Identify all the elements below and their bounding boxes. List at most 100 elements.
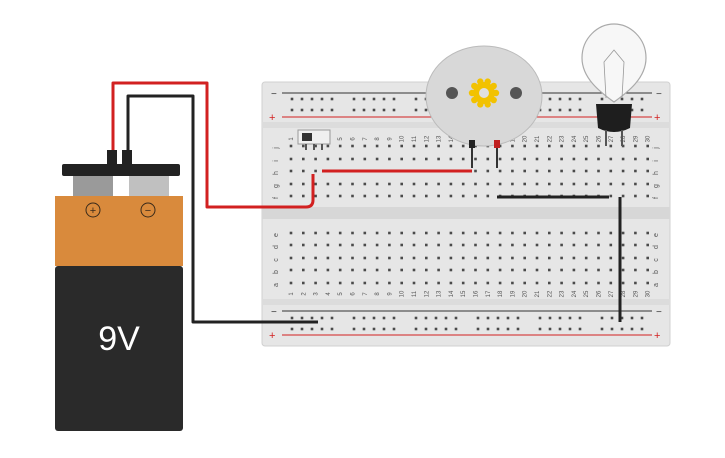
breadboard-hole[interactable] — [523, 268, 526, 272]
breadboard-hole[interactable] — [424, 316, 428, 320]
breadboard-hole[interactable] — [486, 268, 490, 272]
breadboard-hole[interactable] — [600, 97, 604, 101]
breadboard-hole[interactable] — [548, 182, 551, 186]
breadboard-hole[interactable] — [351, 144, 354, 148]
breadboard-hole[interactable] — [523, 169, 526, 173]
breadboard-hole[interactable] — [302, 231, 305, 235]
breadboard-hole[interactable] — [437, 194, 440, 198]
breadboard-hole[interactable] — [372, 316, 376, 320]
breadboard-hole[interactable] — [425, 281, 428, 285]
breadboard-hole[interactable] — [338, 231, 342, 235]
breadboard-hole[interactable] — [523, 231, 526, 235]
breadboard-hole[interactable] — [511, 256, 514, 260]
breadboard-hole[interactable] — [437, 268, 440, 272]
breadboard-hole[interactable] — [326, 243, 330, 247]
breadboard-hole[interactable] — [516, 316, 520, 320]
breadboard-hole[interactable] — [646, 268, 649, 272]
breadboard-hole[interactable] — [362, 108, 366, 112]
breadboard-hole[interactable] — [498, 144, 502, 148]
breadboard-hole[interactable] — [425, 231, 428, 235]
dc-motor-icon[interactable] — [425, 45, 543, 168]
breadboard-hole[interactable] — [363, 268, 367, 272]
breadboard-hole[interactable] — [338, 281, 342, 285]
breadboard-hole[interactable] — [289, 281, 293, 285]
breadboard-hole[interactable] — [375, 243, 379, 247]
breadboard-hole[interactable] — [412, 231, 416, 235]
breadboard-hole[interactable] — [640, 316, 644, 320]
breadboard-hole[interactable] — [290, 97, 294, 101]
breadboard-hole[interactable] — [610, 327, 614, 331]
breadboard-hole[interactable] — [326, 231, 330, 235]
breadboard-hole[interactable] — [363, 231, 367, 235]
breadboard-hole[interactable] — [330, 108, 334, 112]
breadboard-hole[interactable] — [388, 281, 391, 285]
breadboard-hole[interactable] — [320, 316, 324, 320]
breadboard-hole[interactable] — [610, 316, 614, 320]
breadboard-hole[interactable] — [449, 243, 453, 247]
breadboard-hole[interactable] — [302, 256, 305, 260]
breadboard-hole[interactable] — [461, 157, 465, 161]
breadboard-hole[interactable] — [300, 108, 304, 112]
breadboard-hole[interactable] — [634, 144, 637, 148]
breadboard-hole[interactable] — [310, 97, 314, 101]
breadboard-hole[interactable] — [425, 243, 428, 247]
breadboard-hole[interactable] — [351, 182, 354, 186]
breadboard-hole[interactable] — [314, 169, 317, 173]
breadboard-hole[interactable] — [584, 157, 588, 161]
slide-switch-icon[interactable] — [297, 129, 331, 150]
breadboard-hole[interactable] — [375, 194, 379, 198]
breadboard-hole[interactable] — [511, 144, 514, 148]
breadboard-hole[interactable] — [363, 182, 367, 186]
breadboard-hole[interactable] — [351, 281, 354, 285]
breadboard-hole[interactable] — [498, 281, 502, 285]
breadboard-hole[interactable] — [300, 97, 304, 101]
breadboard-hole[interactable] — [474, 231, 477, 235]
breadboard-hole[interactable] — [572, 256, 576, 260]
breadboard-hole[interactable] — [548, 316, 552, 320]
breadboard-hole[interactable] — [434, 316, 438, 320]
breadboard-hole[interactable] — [290, 316, 294, 320]
breadboard-hole[interactable] — [584, 281, 588, 285]
breadboard-hole[interactable] — [511, 281, 514, 285]
breadboard-hole[interactable] — [330, 316, 334, 320]
breadboard-hole[interactable] — [568, 316, 572, 320]
breadboard-hole[interactable] — [511, 169, 514, 173]
breadboard-hole[interactable] — [634, 157, 637, 161]
breadboard-hole[interactable] — [548, 169, 551, 173]
breadboard-hole[interactable] — [400, 243, 403, 247]
breadboard-hole[interactable] — [486, 243, 490, 247]
breadboard-hole[interactable] — [412, 243, 416, 247]
breadboard-hole[interactable] — [412, 157, 416, 161]
breadboard-hole[interactable] — [621, 194, 625, 198]
breadboard-hole[interactable] — [572, 144, 576, 148]
breadboard-hole[interactable] — [558, 327, 562, 331]
breadboard-hole[interactable] — [609, 231, 613, 235]
breadboard-hole[interactable] — [486, 157, 490, 161]
breadboard-hole[interactable] — [572, 268, 576, 272]
breadboard-hole[interactable] — [425, 256, 428, 260]
breadboard-hole[interactable] — [646, 194, 649, 198]
breadboard-hole[interactable] — [351, 243, 354, 247]
breadboard-hole[interactable] — [449, 256, 453, 260]
breadboard-hole[interactable] — [461, 144, 465, 148]
breadboard-hole[interactable] — [498, 157, 502, 161]
breadboard-hole[interactable] — [400, 182, 403, 186]
breadboard-hole[interactable] — [289, 231, 293, 235]
breadboard-hole[interactable] — [388, 194, 391, 198]
breadboard-hole[interactable] — [363, 144, 367, 148]
breadboard-hole[interactable] — [584, 169, 588, 173]
breadboard-hole[interactable] — [362, 316, 366, 320]
breadboard-hole[interactable] — [338, 243, 342, 247]
breadboard-hole[interactable] — [320, 327, 324, 331]
breadboard-hole[interactable] — [289, 194, 293, 198]
breadboard-hole[interactable] — [597, 169, 600, 173]
breadboard-hole[interactable] — [382, 316, 386, 320]
breadboard-hole[interactable] — [330, 97, 334, 101]
breadboard-hole[interactable] — [621, 268, 625, 272]
breadboard-hole[interactable] — [437, 231, 440, 235]
breadboard-hole[interactable] — [338, 194, 342, 198]
breadboard-hole[interactable] — [548, 256, 551, 260]
breadboard-hole[interactable] — [523, 144, 526, 148]
breadboard-hole[interactable] — [474, 256, 477, 260]
